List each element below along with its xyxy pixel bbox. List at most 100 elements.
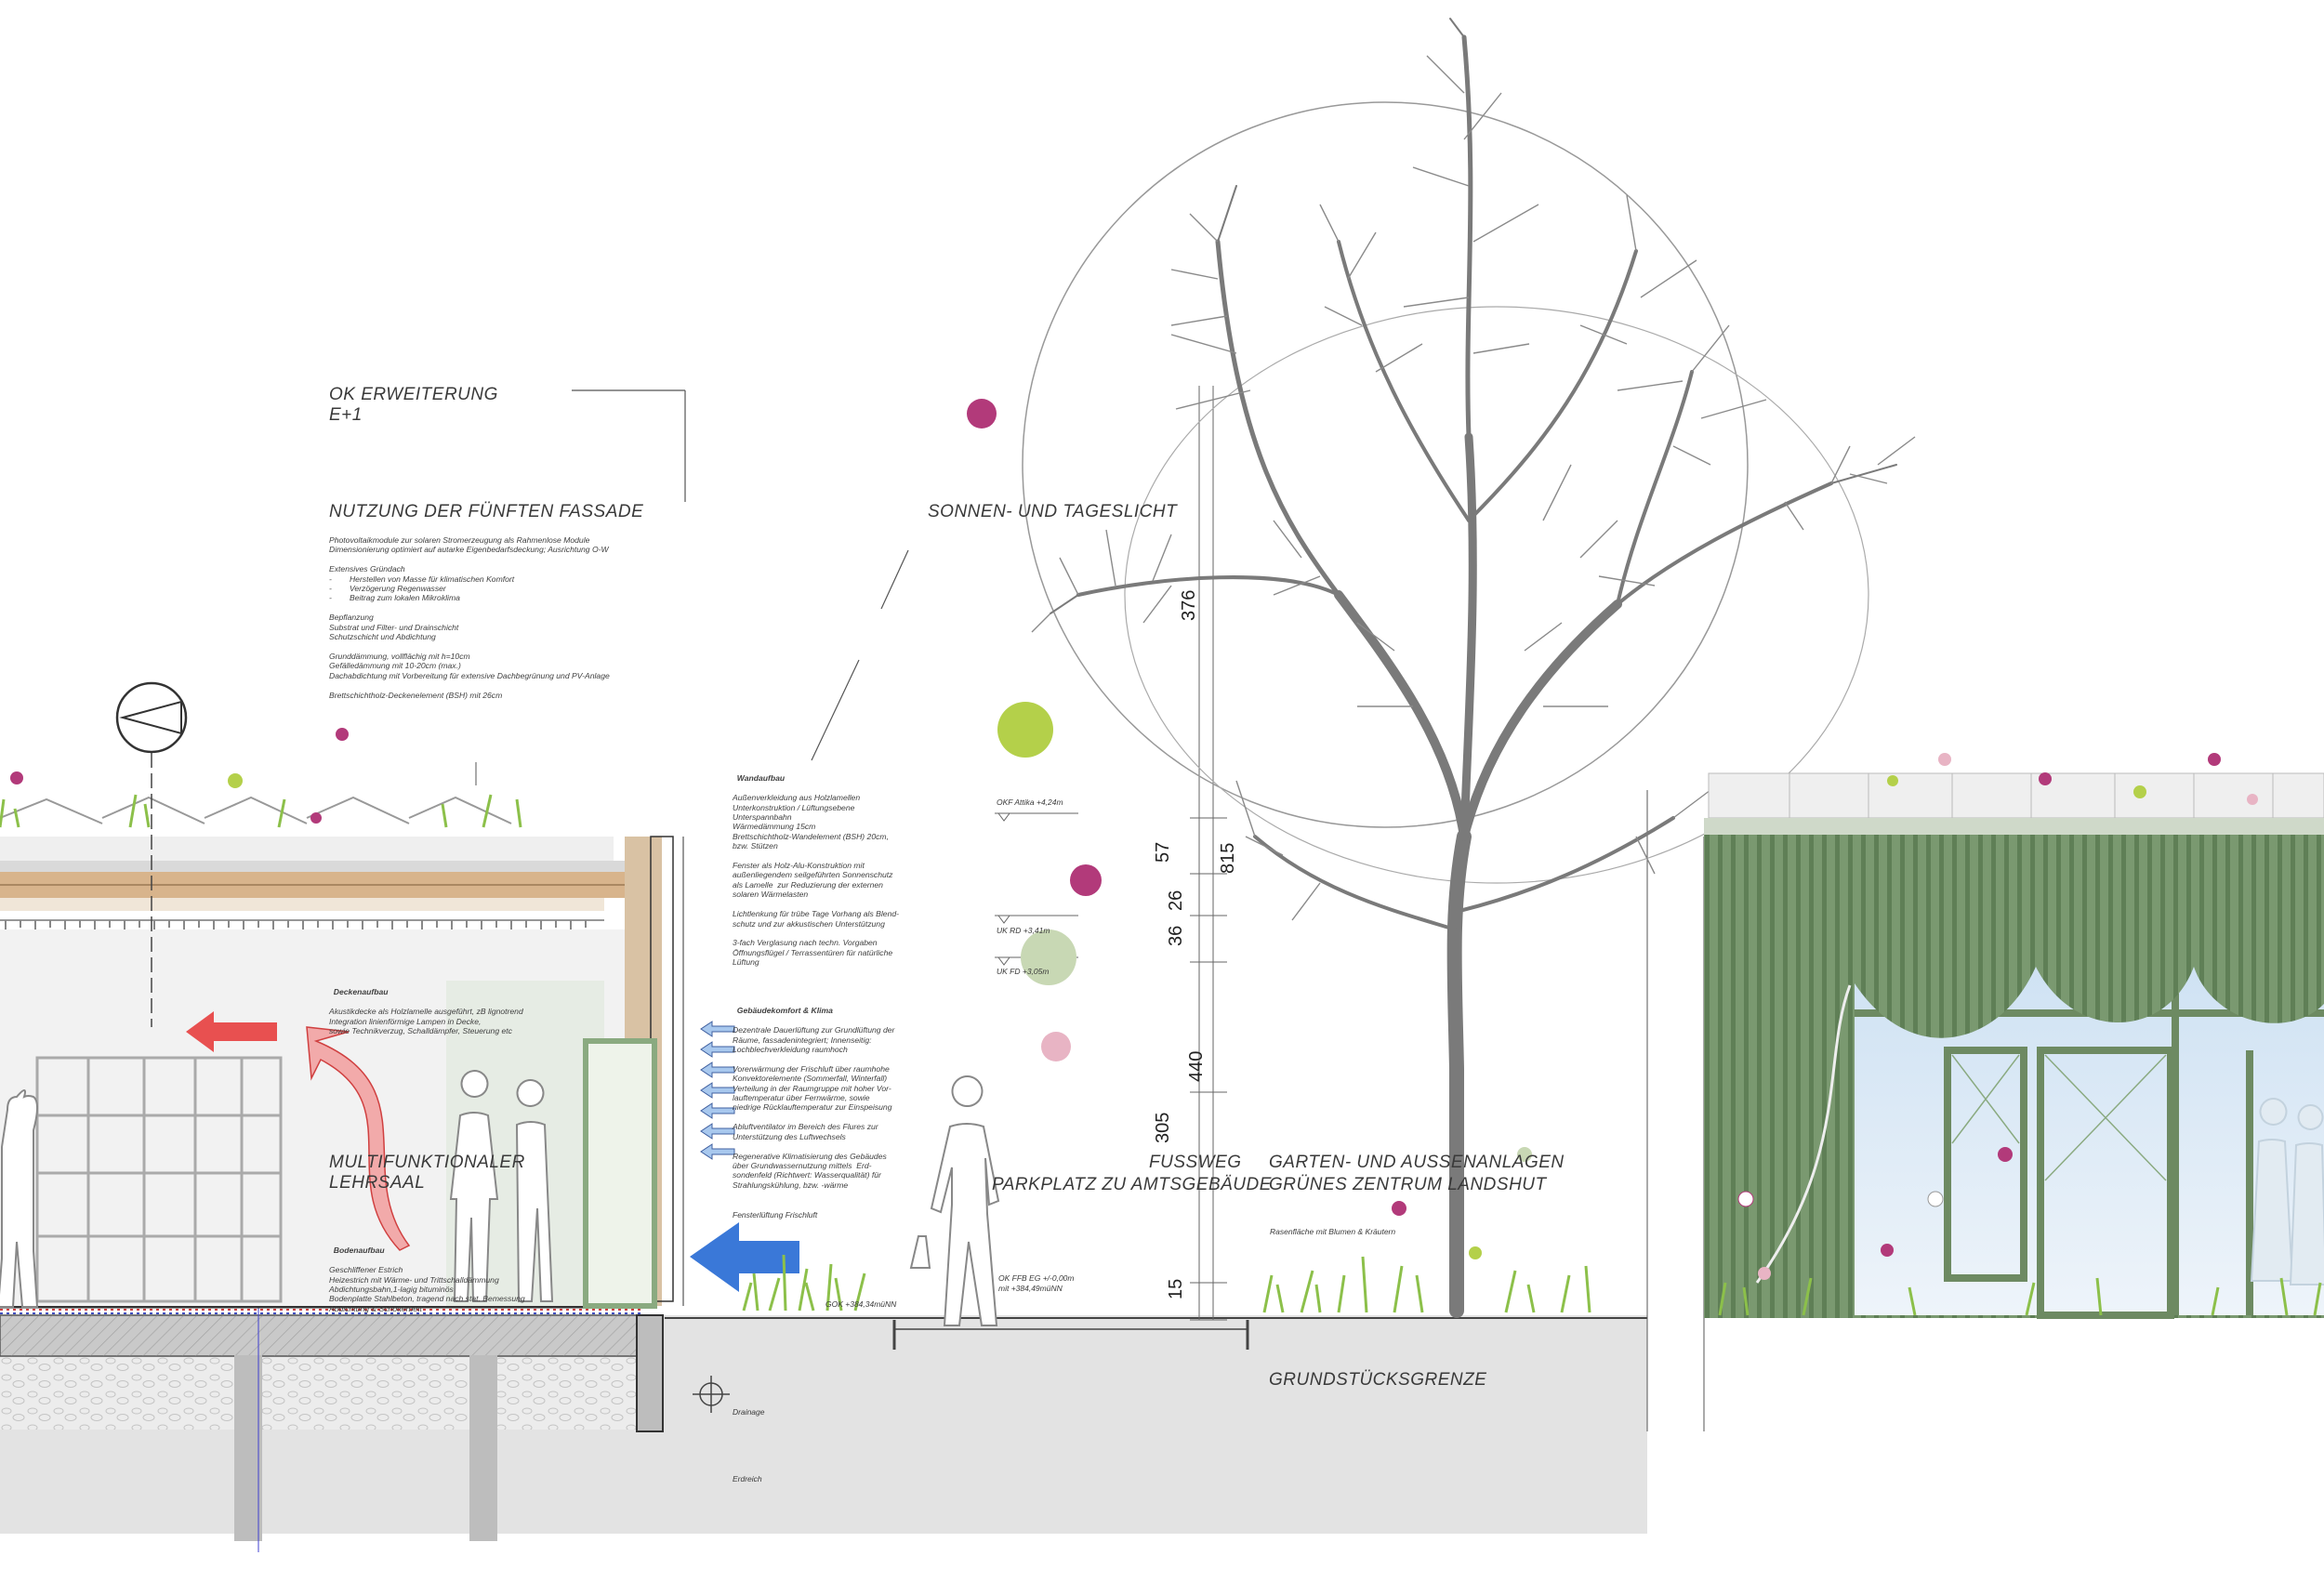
airflow-curve xyxy=(306,1026,411,1251)
klima-title: Gebäudekomfort & Klima xyxy=(736,1006,833,1016)
dim-815: 815 xyxy=(1218,842,1238,874)
gok-label: GOK +384,34müNN xyxy=(825,1299,897,1309)
dim-26: 26 xyxy=(1166,890,1186,911)
klima-line xyxy=(733,1054,894,1063)
lehrsaal-label-1: MULTIFUNKTIONALER xyxy=(329,1153,525,1172)
garten-label-2: GRÜNES ZENTRUM LANDSHUT xyxy=(1269,1175,1547,1194)
wandaufbau-line xyxy=(733,851,899,861)
wandaufbau-line: Brettschichtholz-Wandelement (BSH) 20cm, xyxy=(733,831,889,841)
dimension-chain xyxy=(1190,386,1227,1321)
wandaufbau-line: Wärmedämmung 15cm xyxy=(733,822,816,832)
wandaufbau-title: Wandaufbau xyxy=(736,773,786,784)
fassade-text-line: Gefälledämmung mit 10-20cm (max.) xyxy=(329,661,461,671)
decke-line: Akustikdecke als Holzlamelle ausgeführt,… xyxy=(329,1007,523,1017)
gravel-bed xyxy=(0,1355,641,1430)
wandaufbau-line: als Lamelle zur Reduzierung der externen xyxy=(733,879,883,890)
boden-title: Bodenaufbau xyxy=(333,1246,385,1256)
decke-title: Deckenaufbau xyxy=(333,987,389,997)
level-uk-fd: UK FD +3,05m xyxy=(997,967,1050,976)
sonnen-label: SONNEN- UND TAGESLICHT xyxy=(928,502,1178,521)
wandaufbau-line xyxy=(733,900,899,909)
level-ffb-2: mit +384,49müNN xyxy=(998,1284,1063,1293)
level-uk-rd: UK RD +3,41m xyxy=(997,926,1050,935)
klima-line: Unterstützung des Luftwechsels xyxy=(733,1131,846,1141)
pv-row-right xyxy=(1708,772,2324,819)
curtain xyxy=(1850,962,2324,1038)
section-marker-icon xyxy=(693,1376,730,1413)
fassade-text-line xyxy=(329,641,610,651)
wandaufbau-line: außenliegendem seilgeführten Sonnenschut… xyxy=(733,870,893,880)
fassade-text-line: - Beitrag zum lokalen Mikroklima xyxy=(329,593,460,603)
fassade-text-line xyxy=(329,680,610,690)
pile-left xyxy=(234,1355,262,1541)
fassade-text-line: Substrat und Filter- und Drainschicht xyxy=(329,622,459,632)
garten-label-1: GARTEN- UND AUSSENANLAGEN xyxy=(1269,1153,1565,1172)
wandaufbau-block: Wandaufbau Außenverkleidung aus Holzlame… xyxy=(733,764,899,977)
klima-line: Vorerwärmung der Frischluft über raumhoh… xyxy=(733,1063,890,1074)
sun-arc-small xyxy=(1124,306,1869,884)
wandaufbau-line: Lichtlenkung für trübe Tage Vorhang als … xyxy=(733,909,899,919)
fassade-text-line xyxy=(329,555,610,564)
wandaufbau-line: schutz und zur akkustischen Unterstützun… xyxy=(733,918,885,929)
dim-440: 440 xyxy=(1186,1050,1207,1082)
fassade-text-line: Dimensionierung optimiert auf autarke Ei… xyxy=(329,545,609,555)
klima-line: Strahlungskühlung, bzw. -wärme xyxy=(733,1180,849,1190)
small-blue-arrows xyxy=(700,1021,735,1160)
wandaufbau-line: Lüftung xyxy=(733,957,759,968)
boden-line: Abdichtung & Schotterbett xyxy=(329,1303,422,1313)
rasen-label: Rasenfläche mit Blumen & Kräutern xyxy=(1270,1227,1396,1236)
grenze-label: GRUNDSTÜCKSGRENZE xyxy=(1269,1370,1487,1390)
dim-36: 36 xyxy=(1166,925,1186,946)
klima-line xyxy=(733,1141,894,1151)
roof-greening xyxy=(0,837,614,861)
fuenfte-fassade-title: NUTZUNG DER FÜNFTEN FASSADE xyxy=(329,502,644,521)
klima-line: Konvektorelemente (Sommerfall, Winterfal… xyxy=(733,1074,888,1084)
fassade-text-line xyxy=(329,603,610,613)
klima-line: Dezentrale Dauerlüftung zur Grundlüftung… xyxy=(733,1025,895,1035)
grass xyxy=(0,794,2322,1316)
klima-line: niedrige Rücklauftemperatur zur Einspeis… xyxy=(733,1102,892,1113)
wandaufbau-line xyxy=(733,929,899,938)
klima-line: lauftemperatur über Fernwärme, sowie xyxy=(733,1093,870,1103)
fassade-text-line: Bepflanzung xyxy=(329,613,374,623)
klima-line: Lochblechverkleidung raumhoch xyxy=(733,1045,848,1055)
fensterlueftung-label: Fensterlüftung Frischluft xyxy=(733,1210,818,1219)
klima-line: über Grundwassernutzung mittels Erd- xyxy=(733,1160,872,1170)
klima-line: Räume, fassadenintegriert; Innenseitig: xyxy=(733,1035,872,1045)
person-silhouettes xyxy=(0,1070,1000,1326)
wandaufbau-line: solaren Wärmelasten xyxy=(733,890,809,900)
lehrsaal-label-2: LEHRSAAL xyxy=(329,1173,426,1193)
boden-line: Bodenplatte Stahlbeton, tragend nach sta… xyxy=(329,1294,525,1304)
fussweg-label: FUSSWEG xyxy=(1149,1153,1242,1172)
wandaufbau-line: Öffnungsflügel / Terrassentüren für natü… xyxy=(733,947,893,957)
tree-twigs xyxy=(1031,55,1916,921)
bookshelf xyxy=(35,1056,283,1303)
wandaufbau-line: Außenverkleidung aus Holzlamellen xyxy=(733,793,861,803)
klima-line: sondenfeld (Richtwert: Wasserqualität) f… xyxy=(733,1170,881,1180)
fassade-text-block: Photovoltaikmodule zur solaren Stromerze… xyxy=(329,535,610,700)
wandaufbau-line: Unterkonstruktion / Lüftungsebene xyxy=(733,802,855,812)
fassade-text-line: Photovoltaikmodule zur solaren Stromerze… xyxy=(329,535,590,545)
decke-line: Integration linienförmige Lampen in Deck… xyxy=(329,1016,482,1026)
decor-dots xyxy=(10,399,2258,1280)
decke-lines: Akustikdecke als Holzlamelle ausgeführt,… xyxy=(329,1007,523,1035)
parkplatz-label: PARKPLATZ ZU AMTSGEBÄUDE xyxy=(992,1175,1272,1194)
fassade-text-line: Brettschichtholz-Deckenelement (BSH) mit… xyxy=(329,690,503,700)
sun-arc-large xyxy=(1022,101,1749,828)
fresh-air-arrow xyxy=(690,1222,799,1292)
pv-modules xyxy=(0,796,512,824)
klima-line: Regenerative Klimatisierung des Gebäudes xyxy=(733,1151,887,1161)
window-frame xyxy=(583,1038,657,1309)
boden-line: Geschliffener Estrich xyxy=(329,1265,403,1275)
edge-beam xyxy=(636,1314,664,1432)
decke-line: sowie Technikverzug, Schalldämpfer, Steu… xyxy=(329,1026,512,1036)
wandaufbau-line: Unterspannbahn xyxy=(733,812,792,823)
fassade-text-line: Extensives Gründach xyxy=(329,564,405,574)
fassade-text-line: - Verzögerung Regenwasser xyxy=(329,584,446,594)
klima-line: Verteilung in der Raumgruppe mit hoher V… xyxy=(733,1083,891,1093)
wandaufbau-line: Fenster als Holz-Alu-Konstruktion mit xyxy=(733,861,865,871)
fassade-text-line: - Herstellen von Masse für klimatischen … xyxy=(329,573,515,584)
